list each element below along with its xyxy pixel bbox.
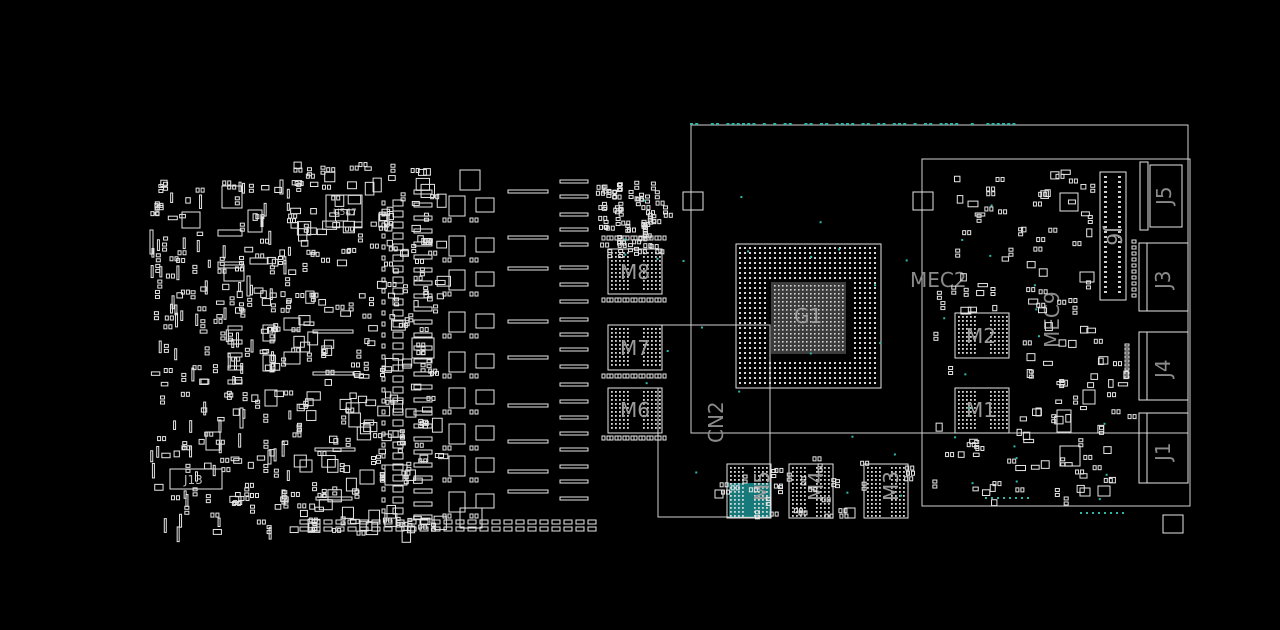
memory-m6[interactable]: M6 <box>607 387 663 434</box>
memory-m2[interactable]: M2 <box>954 312 1010 359</box>
label-mec2: MEC2 <box>910 268 967 292</box>
label-m5: M5 <box>750 471 774 501</box>
bga-g1[interactable]: G1 <box>735 243 882 389</box>
label-m6: M6 <box>620 398 650 422</box>
mec2-outline <box>921 158 1191 507</box>
label-j5: J5 <box>1152 186 1176 207</box>
connector-j4[interactable]: J4 <box>1138 331 1189 401</box>
label-g1: G1 <box>794 304 822 328</box>
component-field <box>149 161 1184 543</box>
label-j6: J6 <box>1102 225 1126 246</box>
label-m7: M7 <box>620 336 650 360</box>
memory-m1[interactable]: M1 <box>954 387 1010 434</box>
label-j13: J13 <box>183 473 203 487</box>
label-m8: M8 <box>620 260 650 284</box>
memory-m5[interactable]: M5 <box>726 463 774 519</box>
label-m4: M4 <box>804 471 828 501</box>
label-u547: U547 <box>333 208 357 218</box>
connector-j5[interactable]: J5 <box>1139 161 1183 231</box>
label-j3: J3 <box>1151 270 1175 291</box>
memory-m4[interactable]: M4 <box>788 463 834 519</box>
connector-j3[interactable]: J3 <box>1138 242 1189 312</box>
teal-dots <box>623 196 1124 514</box>
label-j4: J4 <box>1151 359 1175 380</box>
edge-fingers <box>690 123 1016 125</box>
label-mec9: MEC9 <box>1040 291 1064 348</box>
label-m2: M2 <box>966 324 996 348</box>
memory-m3[interactable]: M3 <box>863 463 909 519</box>
memory-m7[interactable]: M7 <box>607 324 663 371</box>
connector-j1[interactable]: J1 <box>1138 412 1189 484</box>
label-m3: M3 <box>879 471 903 501</box>
label-m1: M1 <box>966 398 996 422</box>
label-j1: J1 <box>1151 442 1175 463</box>
label-cn2: CN2 <box>704 401 728 443</box>
connector-j6[interactable]: J6 <box>1099 171 1127 301</box>
